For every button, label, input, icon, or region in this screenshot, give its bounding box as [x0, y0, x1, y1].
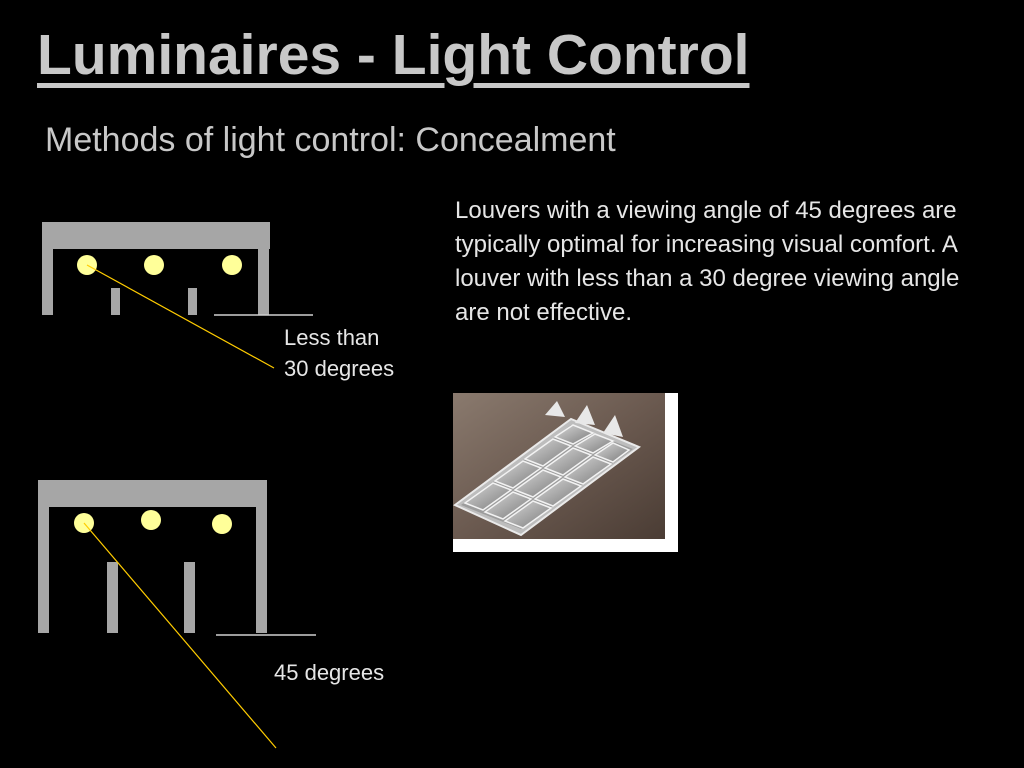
sight-line: [86, 264, 275, 369]
housing-top: [42, 222, 270, 249]
louver-blade: [184, 562, 195, 633]
sight-line: [83, 522, 277, 749]
louver-blade: [111, 288, 120, 315]
lamp: [222, 255, 242, 275]
angle-label-top-line1: Less than: [284, 325, 380, 350]
louver-blade: [107, 562, 118, 633]
angle-label-top: Less than 30 degrees: [284, 322, 394, 384]
slide-subtitle: Methods of light control: Concealment: [45, 121, 616, 159]
housing-left-wall: [42, 222, 53, 315]
louver-blade: [188, 288, 197, 315]
housing-right-wall: [256, 480, 267, 633]
angle-label-top-line2: 30 degrees: [284, 356, 395, 381]
luminaire-deep-louvers: [38, 480, 316, 749]
housing-left-wall: [38, 480, 49, 633]
photo-fixture: [453, 401, 642, 537]
slide-title: Luminaires - Light Control: [37, 23, 750, 87]
angle-label-bottom: 45 degrees: [274, 660, 385, 685]
lamp: [144, 255, 164, 275]
lamp: [141, 510, 161, 530]
body-text: Louvers with a viewing angle of 45 degre…: [455, 197, 960, 326]
louver-fixture-photo: [453, 393, 678, 552]
housing-top: [38, 480, 267, 507]
luminaire-shallow-louvers: [42, 222, 313, 369]
lamp: [212, 514, 232, 534]
housing-right-wall: [258, 222, 269, 315]
